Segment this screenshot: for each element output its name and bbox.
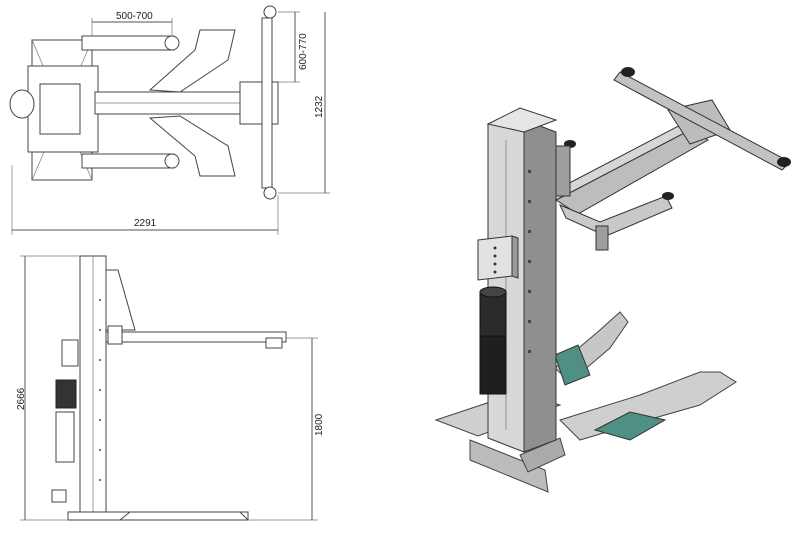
top-motor xyxy=(9,89,35,119)
iso-column-top xyxy=(486,107,558,133)
iso-mat-front xyxy=(593,411,667,441)
dim-total-height-label: 2666 xyxy=(16,387,27,410)
iso-lower-arm xyxy=(559,195,673,237)
iso-pad-back xyxy=(621,67,635,77)
iso-control-buttons xyxy=(493,246,497,274)
dim-lift-height-label: 1800 xyxy=(314,413,325,436)
iso-ramp-front xyxy=(559,371,737,441)
iso-base-front xyxy=(469,439,549,493)
iso-column-holes xyxy=(528,170,531,353)
iso-upper-arm xyxy=(555,129,710,215)
isometric-view xyxy=(434,67,791,493)
top-pad-lower xyxy=(263,186,277,200)
dim-arm-reach-label: 500-700 xyxy=(116,11,153,22)
side-upper-arm xyxy=(105,331,287,343)
iso-column-side xyxy=(523,119,557,453)
dim-arm-offset-label: 600-770 xyxy=(298,33,309,70)
top-view: 500-700 600-770 1232 2291 xyxy=(9,5,330,235)
top-pad-upper xyxy=(263,5,277,19)
top-cross-beam xyxy=(261,17,273,189)
side-tank xyxy=(55,411,75,463)
top-upper-arm xyxy=(81,35,175,51)
iso-mat-back xyxy=(554,344,591,386)
iso-tank xyxy=(479,335,507,395)
side-column-holes xyxy=(99,299,101,481)
side-ramp xyxy=(118,511,250,521)
top-upper-ramp xyxy=(148,29,236,93)
iso-pad-front xyxy=(777,157,791,167)
side-brace xyxy=(105,269,136,331)
iso-cross-beam xyxy=(613,71,791,171)
dim-width-label: 1232 xyxy=(314,95,325,118)
iso-motor xyxy=(479,291,507,337)
side-control-box xyxy=(61,339,79,367)
side-view: 2666 1800 xyxy=(16,255,325,521)
top-lower-ramp xyxy=(148,115,236,177)
side-motor xyxy=(55,379,77,409)
top-lower-arm xyxy=(81,153,175,169)
dim-total-length-label: 2291 xyxy=(134,218,157,229)
